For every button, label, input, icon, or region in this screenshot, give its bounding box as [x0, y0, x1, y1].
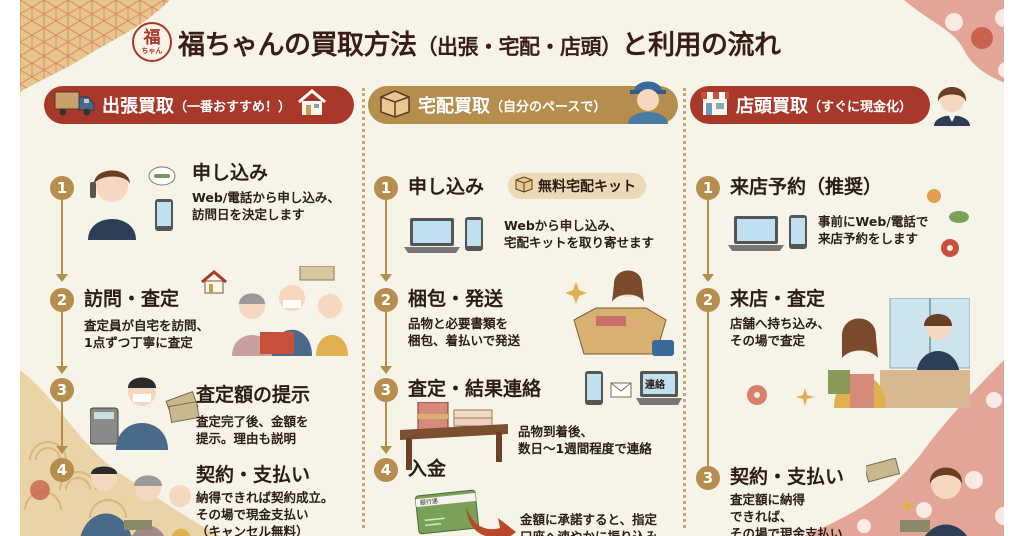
column-divider — [362, 88, 365, 528]
flow-arrow — [56, 200, 68, 282]
plum-flower-icon — [940, 238, 960, 258]
flow-arrow — [380, 312, 392, 374]
cash-payment-staff-illustration — [866, 458, 976, 536]
step-title: 査定額の提示 — [196, 384, 311, 406]
column-header-tentou: 店頭買取 （すぐに現金化） — [690, 86, 930, 124]
step-title: 来店予約（推奨） — [730, 176, 883, 198]
laptop-icon — [404, 216, 460, 254]
step-title: 申し込み — [192, 162, 269, 184]
step-number: 3 — [50, 378, 74, 402]
step-number: 1 — [696, 176, 720, 200]
store-counter-illustration — [820, 298, 970, 408]
appraiser-cash-illustration — [90, 370, 200, 450]
asanoha-pattern-decoration — [20, 0, 170, 92]
flow-arrow — [56, 312, 68, 374]
flow-arrow — [56, 402, 68, 454]
smartphone-icon — [154, 198, 174, 232]
step-description: 査定員が自宅を訪問、 1点ずつ丁寧に査定 — [84, 318, 210, 350]
flow-arrow — [702, 200, 714, 282]
free-kit-badge: 無料宅配キット — [508, 173, 646, 199]
step-number: 2 — [696, 288, 720, 312]
step-title: 来店・査定 — [730, 288, 826, 310]
step-title: 契約・支払い — [196, 464, 311, 486]
operator-woman-illustration — [82, 160, 142, 240]
delivery-person-icon — [626, 78, 670, 128]
step-number: 4 — [374, 458, 398, 482]
column-shucchou-kaitori: 出張買取 （一番おすすめ！） 1 申し込み Web/電話から申し込み、 訪問日を… — [44, 86, 354, 536]
box-icon — [514, 175, 534, 197]
step-description: 納得できれば契約成立。 その場で現金支払い （キャンセル無料） — [196, 490, 334, 536]
step-number: 2 — [50, 288, 74, 312]
step-number: 1 — [50, 176, 74, 200]
laptop-contact-icon: 連絡 — [636, 370, 682, 408]
step-title: 入金 — [408, 458, 447, 480]
shop-icon — [700, 89, 730, 121]
packing-woman-illustration — [566, 262, 676, 362]
smartphone-icon — [584, 370, 604, 406]
appraisal-visit-illustration — [230, 266, 350, 356]
kimono-table-illustration — [400, 402, 510, 472]
step-description: 店舗へ持ち込み、 その場で査定 — [730, 316, 831, 348]
step-title: 申し込み — [408, 176, 485, 198]
contract-payment-illustration — [74, 464, 194, 536]
flow-arrow — [702, 312, 714, 484]
step-number: 1 — [374, 176, 398, 200]
step-description: Webから申し込み、 宅配キットを取り寄せます — [504, 218, 655, 250]
step-description: Web/電話から申し込み、 訪問日を決定します — [192, 190, 340, 222]
flow-arrow — [380, 200, 392, 282]
right-margin — [1004, 0, 1024, 536]
column-tentou-kaitori: 店頭買取 （すぐに現金化） 1 来店予約（推奨） 事前にWeb/電話で 来店予約… — [690, 86, 990, 536]
mail-envelope-icon — [610, 382, 632, 398]
step-title: 契約・支払い — [730, 466, 845, 488]
step-number: 3 — [374, 378, 398, 402]
box-icon — [378, 88, 412, 122]
step-description: 査定完了後、金額を 提示。理由も説明 — [196, 414, 309, 446]
left-margin — [0, 0, 20, 536]
step-title: 査定・結果連絡 — [408, 378, 542, 400]
step-description: 品物到着後、 数日〜1週間程度で連絡 — [518, 424, 652, 456]
step-description: 金額に承諾すると、指定 口座へ速やかに振り込み （キャンセル返送料） — [520, 512, 658, 536]
step-description: 品物と必要書類を 梱包、着払いで発送 — [408, 316, 521, 348]
page-header: 福 ちゃん 福ちゃんの買取方法（出張・宅配・店頭）と利用の流れ — [132, 22, 781, 62]
house-icon — [297, 89, 327, 121]
step-description: 事前にWeb/電話で 来店予約をします — [818, 214, 929, 246]
sakura-flower-icon — [926, 188, 942, 204]
bank-passbook-icon: 銀行通 — [414, 489, 480, 535]
staff-woman-icon — [930, 80, 974, 126]
step-title: 梱包・発送 — [408, 288, 504, 310]
pine-icon — [948, 210, 970, 224]
smartphone-icon — [788, 214, 808, 250]
column-header-takuhai: 宅配買取 （自分のペースで） — [368, 81, 678, 124]
plum-flower-icon — [746, 384, 768, 406]
truck-icon — [54, 89, 96, 121]
step-description: 査定額に納得 できれば、 その場で現金支払い — [730, 492, 843, 536]
house-icon — [200, 270, 228, 294]
speech-bubble-icon — [148, 166, 176, 188]
fukuchan-logo: 福 ちゃん — [132, 22, 172, 62]
column-divider — [683, 88, 686, 528]
step-number: 4 — [50, 458, 74, 482]
transfer-arrow-icon — [464, 504, 518, 536]
step-number: 2 — [374, 288, 398, 312]
column-takuhai-kaitori: 宅配買取 （自分のペースで） 1 申し込み 無料宅配キット W — [368, 81, 682, 536]
column-header-shucchou: 出張買取 （一番おすすめ！） — [44, 86, 354, 124]
laptop-icon — [728, 214, 784, 252]
page-title: 福ちゃんの買取方法（出張・宅配・店頭）と利用の流れ — [178, 29, 781, 61]
step-number: 3 — [696, 466, 720, 490]
sparkle-icon — [796, 388, 814, 406]
smartphone-icon — [464, 216, 484, 252]
flow-arrow — [380, 402, 392, 454]
step-title: 訪問・査定 — [84, 288, 180, 310]
